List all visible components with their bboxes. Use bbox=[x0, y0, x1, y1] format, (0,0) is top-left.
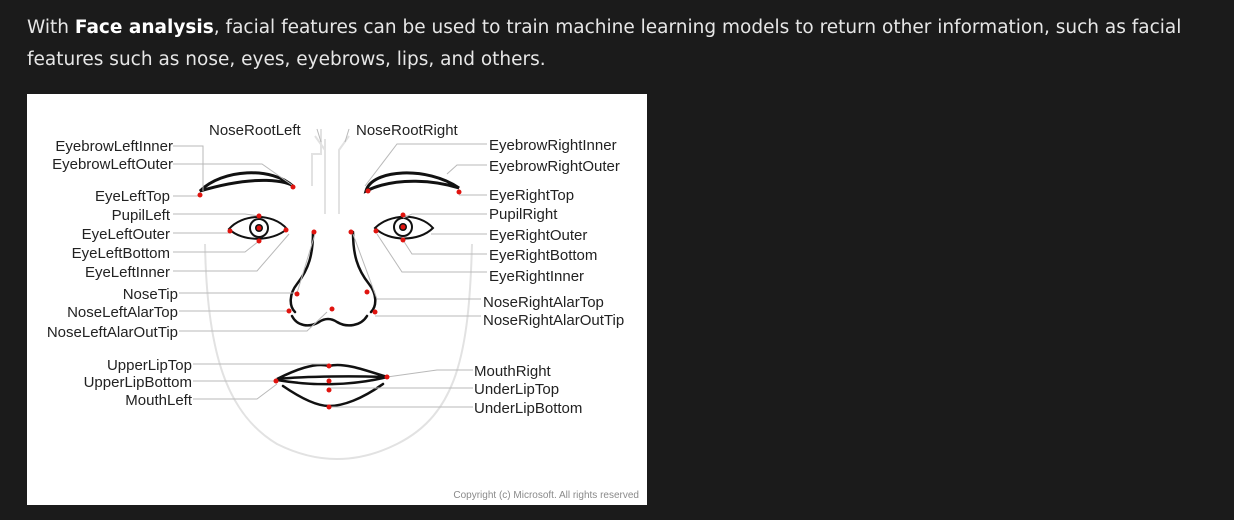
right-eyebrow bbox=[363, 171, 460, 194]
landmark-points bbox=[197, 184, 462, 410]
point-under-lip-top bbox=[326, 387, 332, 393]
paragraph-suffix: , facial features can be used to train m… bbox=[27, 17, 1182, 70]
point-eye-left-outer bbox=[227, 228, 233, 234]
point-eyebrow-left-outer bbox=[197, 192, 203, 198]
label-nose-root-right: NoseRootRight bbox=[356, 122, 459, 139]
label-nose-right-alar-top: NoseRightAlarTop bbox=[483, 294, 604, 311]
point-nose-tip bbox=[329, 306, 335, 312]
point-eye-left-bottom bbox=[256, 238, 262, 244]
label-eye-left-bottom: EyeLeftBottom bbox=[72, 245, 170, 262]
point-eye-left-inner bbox=[283, 227, 289, 233]
nose-bottom bbox=[290, 314, 369, 327]
label-eye-right-top: EyeRightTop bbox=[489, 187, 574, 204]
forehead-line-right bbox=[338, 135, 350, 214]
point-eye-right-top bbox=[400, 212, 406, 218]
label-eye-left-top: EyeLeftTop bbox=[95, 188, 170, 205]
point-eyebrow-left-inner bbox=[290, 184, 296, 190]
nose-left-line bbox=[289, 230, 315, 314]
copyright-notice: Copyright (c) Microsoft. All rights rese… bbox=[453, 490, 639, 501]
label-eye-left-inner: EyeLeftInner bbox=[85, 264, 170, 281]
point-eye-right-bottom bbox=[400, 237, 406, 243]
label-eyebrow-right-inner: EyebrowRightInner bbox=[489, 137, 617, 154]
point-eyebrow-right-outer bbox=[456, 189, 462, 195]
left-iris bbox=[249, 218, 269, 238]
label-eye-right-outer: EyeRightOuter bbox=[489, 227, 587, 244]
face-landmarks-figure: NoseRootLeft NoseRootRight EyebrowLeftIn… bbox=[27, 94, 647, 505]
face-contour bbox=[204, 243, 473, 460]
label-mouth-left: MouthLeft bbox=[125, 392, 193, 409]
face-landmarks-diagram: NoseRootLeft NoseRootRight EyebrowLeftIn… bbox=[47, 122, 639, 501]
face-outline bbox=[311, 129, 326, 186]
point-nose-root-left bbox=[311, 229, 317, 235]
label-nose-tip: NoseTip bbox=[123, 286, 178, 303]
point-under-lip-bottom bbox=[326, 404, 332, 410]
label-nose-left-alar-out-tip: NoseLeftAlarOutTip bbox=[47, 324, 178, 341]
point-upper-lip-bottom bbox=[326, 378, 332, 384]
label-nose-left-alar-top: NoseLeftAlarTop bbox=[67, 304, 178, 321]
label-pupil-left: PupilLeft bbox=[112, 207, 171, 224]
lower-lip bbox=[281, 382, 385, 408]
description-paragraph: With Face analysis, facial features can … bbox=[27, 12, 1227, 76]
label-upper-lip-top: UpperLipTop bbox=[107, 357, 192, 374]
paragraph-prefix: With bbox=[27, 17, 75, 38]
upper-lip bbox=[276, 363, 388, 381]
point-mouth-left bbox=[273, 378, 279, 384]
point-upper-lip-top bbox=[326, 363, 332, 369]
point-nose-root-right bbox=[348, 229, 354, 235]
lips-line bbox=[275, 375, 389, 386]
point-eyebrow-right-inner bbox=[365, 188, 371, 194]
label-eye-left-outer: EyeLeftOuter bbox=[82, 226, 170, 243]
left-eyebrow bbox=[198, 171, 296, 193]
label-nose-right-alar-out-tip: NoseRightAlarOutTip bbox=[483, 312, 624, 329]
point-mouth-right bbox=[384, 374, 390, 380]
label-nose-root-left: NoseRootLeft bbox=[209, 122, 302, 139]
forehead-line-left bbox=[314, 135, 326, 214]
point-nose-left-alar-out-tip bbox=[286, 308, 292, 314]
right-eye bbox=[373, 215, 435, 240]
point-pupil-right bbox=[400, 224, 406, 230]
label-upper-lip-bottom: UpperLipBottom bbox=[84, 374, 192, 391]
paragraph-bold-term: Face analysis bbox=[74, 17, 214, 38]
label-under-lip-bottom: UnderLipBottom bbox=[474, 400, 582, 417]
label-pupil-right: PupilRight bbox=[489, 206, 558, 223]
point-nose-left-alar-top bbox=[294, 291, 300, 297]
point-pupil-left bbox=[256, 225, 262, 231]
label-mouth-right: MouthRight bbox=[474, 363, 552, 380]
label-eyebrow-left-inner: EyebrowLeftInner bbox=[55, 138, 173, 155]
label-under-lip-top: UnderLipTop bbox=[474, 381, 559, 398]
point-eye-right-inner bbox=[373, 228, 379, 234]
nose-right-line bbox=[351, 230, 377, 314]
point-nose-right-alar-out-tip bbox=[372, 309, 378, 315]
label-eyebrow-left-outer: EyebrowLeftOuter bbox=[52, 156, 173, 173]
label-eye-right-bottom: EyeRightBottom bbox=[489, 247, 597, 264]
label-eye-right-inner: EyeRightInner bbox=[489, 268, 584, 285]
point-eye-left-top bbox=[256, 213, 262, 219]
point-nose-right-alar-top bbox=[364, 289, 370, 295]
label-eyebrow-right-outer: EyebrowRightOuter bbox=[489, 158, 620, 175]
